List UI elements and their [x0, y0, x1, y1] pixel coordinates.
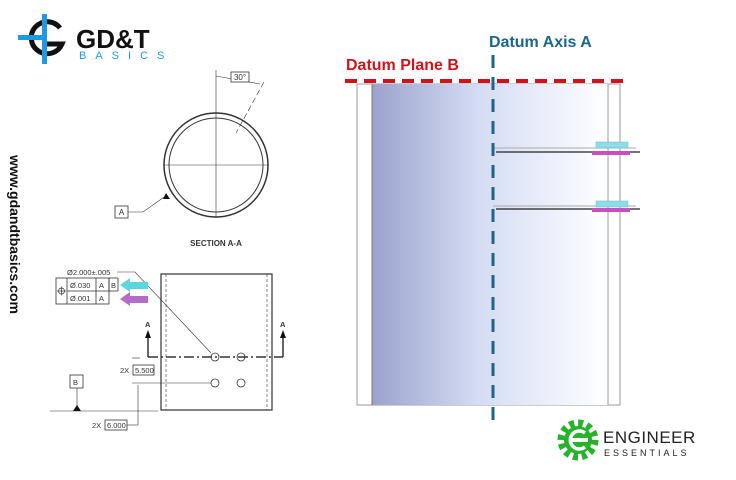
fcf-row2-tolerance: Ø.001 — [70, 294, 90, 303]
gear-wrench-icon — [557, 419, 599, 461]
cut-label-right: A — [280, 320, 286, 329]
position-symbol-icon — [57, 286, 66, 296]
cut-label-left: A — [145, 320, 151, 329]
gdt-basics-logo: GD&T BASICS — [18, 14, 173, 64]
gdt-title: GD&T — [76, 24, 150, 54]
hole-size-label: Ø2.000±.005 — [67, 268, 110, 277]
datum-plane-label: Datum Plane B — [346, 57, 459, 74]
fcf-row1-tolerance: Ø.030 — [70, 281, 90, 290]
section-title: SECTION A-A — [190, 239, 242, 248]
gdt-subtitle: BASICS — [79, 50, 173, 62]
angle-label: 30° — [234, 73, 246, 82]
dim1-prefix: 2X — [120, 366, 129, 375]
fcf-row2-datum1: A — [99, 294, 104, 303]
engineer-essentials-logo: ENGINEER ESSENTIALS — [557, 419, 696, 461]
dim2-value: 6.000 — [107, 421, 126, 430]
datum-axis-label: Datum Axis A — [489, 34, 592, 51]
cyan-arrow-icon — [120, 278, 148, 292]
dim2-prefix: 2X — [92, 421, 101, 430]
section-datum-a-label: A — [119, 208, 125, 217]
website-url[interactable]: www.gdandtbasics.com — [7, 154, 23, 314]
dim1-value: 5.500 — [135, 366, 154, 375]
fcf-row1-datum2: B — [111, 281, 116, 290]
crosshair-g-icon — [18, 14, 66, 64]
partner-line2: ESSENTIALS — [604, 448, 690, 458]
fcf-row1-datum1: A — [99, 281, 104, 290]
section-a-a-view — [114, 70, 269, 219]
front-view-drawing — [50, 271, 286, 431]
pin-upper — [493, 141, 640, 155]
purple-arrow-icon — [120, 292, 148, 306]
pin-lower — [493, 200, 640, 212]
datum-b-label: B — [73, 378, 78, 387]
cylinder-model — [356, 83, 621, 406]
partner-line1: ENGINEER — [603, 428, 696, 447]
